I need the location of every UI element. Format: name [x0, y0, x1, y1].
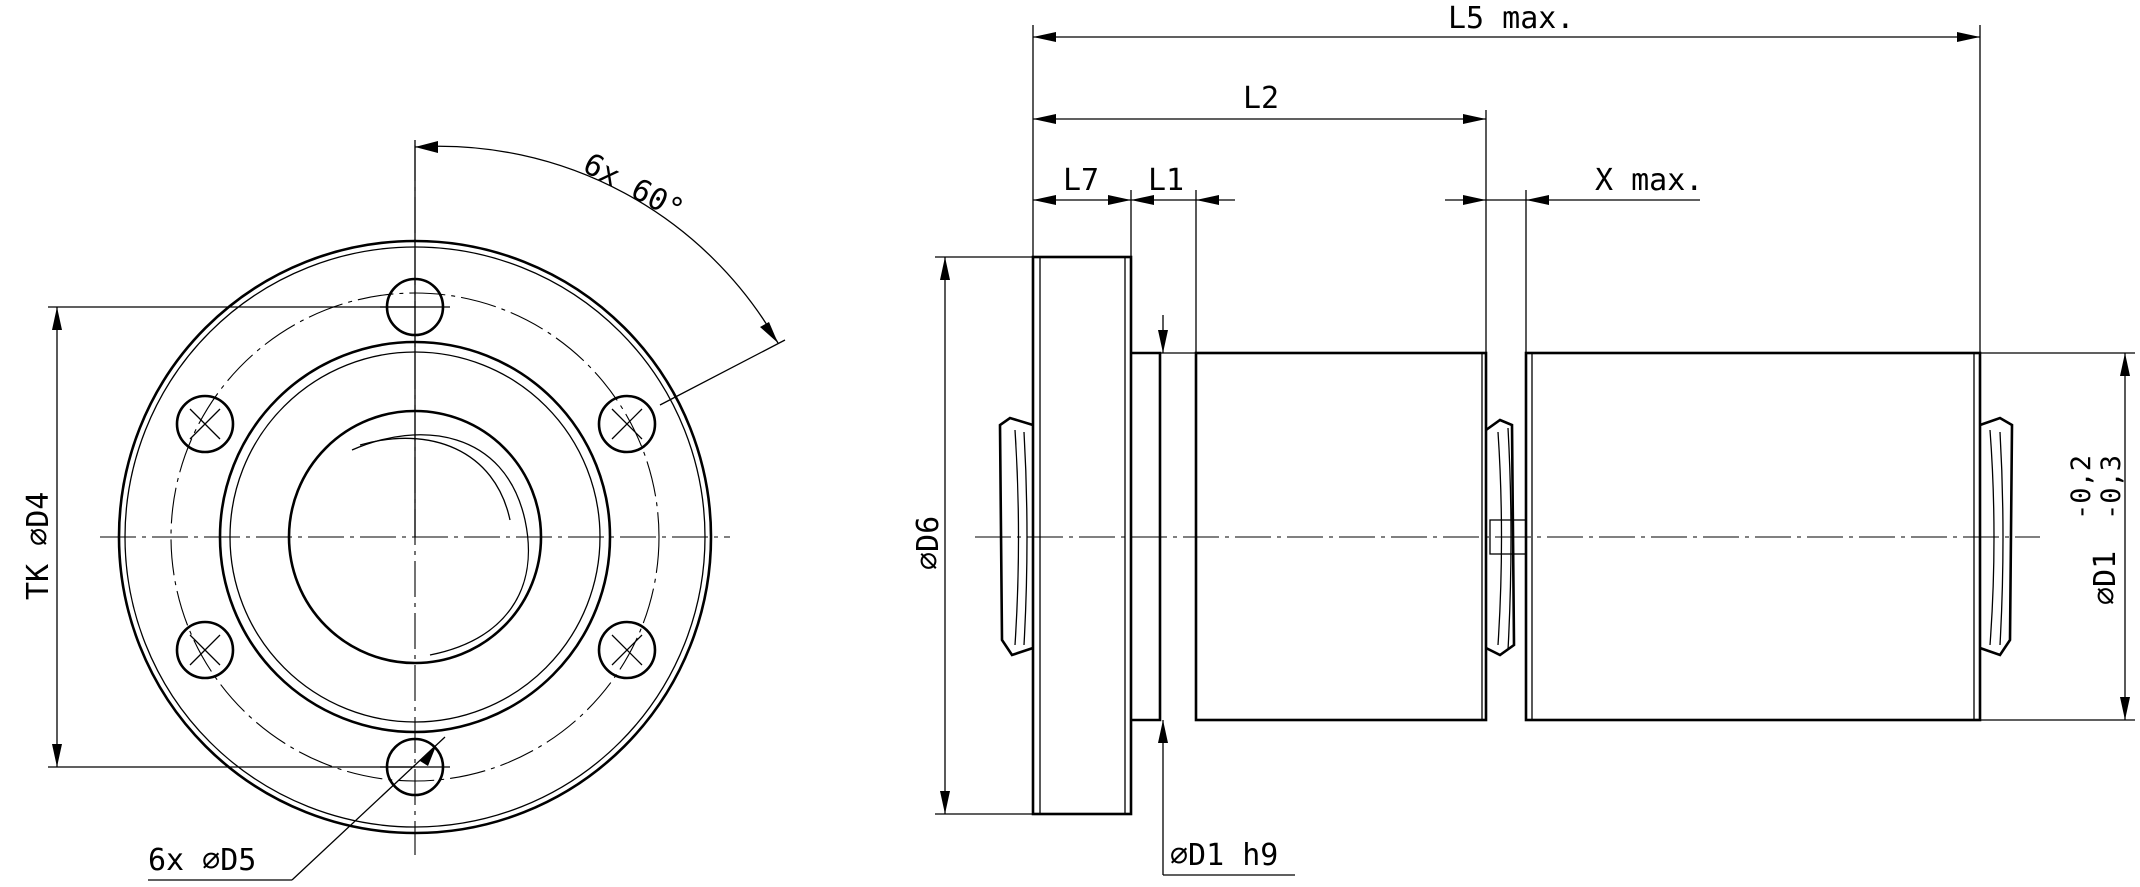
- l5-label: L5 max.: [1448, 1, 1574, 36]
- left-thread-nut: [998, 416, 1034, 657]
- l1-arrow-left: [1131, 195, 1154, 205]
- l5-arrow-left: [1033, 32, 1056, 42]
- bolt-hole-lower-left: [175, 620, 235, 680]
- x-max-label: X max.: [1595, 163, 1703, 198]
- tk-arrow-top: [52, 307, 62, 330]
- angle-arrow-start: [415, 141, 438, 153]
- l2-arrow-left: [1033, 114, 1056, 124]
- angle-extension-line-60: [659, 339, 786, 406]
- l7-arrow-left: [1033, 195, 1056, 205]
- d1-label: ⌀D1: [2088, 551, 2123, 605]
- l2-arrow-right: [1463, 114, 1486, 124]
- hole-d5-label: 6x ⌀D5: [148, 843, 256, 878]
- main-body-right: [1524, 351, 1982, 722]
- l7-arrow-right: [1108, 195, 1131, 205]
- angle-dimension-arc: [414, 145, 779, 344]
- d6-label: ⌀D6: [911, 516, 946, 570]
- l7-label: L7: [1063, 163, 1099, 198]
- angle-label: 6x 60°: [577, 146, 689, 228]
- d6-arrow-bottom: [940, 791, 950, 814]
- d1h9-label: ⌀D1 h9: [1170, 838, 1278, 873]
- l5-arrow-right: [1957, 32, 1980, 42]
- right-thread-nut: [1979, 416, 2014, 657]
- middle-thread-lines: [1497, 427, 1512, 651]
- bolt-hole-upper-left: [175, 394, 235, 454]
- flange-body: [1031, 255, 1133, 816]
- d6-arrow-top: [940, 257, 950, 280]
- front-view: 6x 60° TK ⌀D4 6x ⌀D5: [21, 140, 786, 881]
- side-view: L5 max. L2 L7 L1 X max. ⌀D6: [911, 1, 2135, 876]
- x-arrow-left: [1463, 195, 1486, 205]
- x-arrow-right: [1526, 195, 1549, 205]
- tk-d4-label: TK ⌀D4: [21, 492, 56, 600]
- bolt-hole-lower-right: [597, 620, 657, 680]
- d1-arrow-bottom: [2120, 697, 2130, 720]
- middle-thread-nut: [1485, 418, 1516, 657]
- l1-arrow-right: [1196, 195, 1219, 205]
- d1-tolerance-lower: -0,3: [2096, 455, 2127, 520]
- bolt-hole-upper-right: [597, 394, 657, 454]
- l2-label: L2: [1243, 81, 1279, 116]
- spigot-body: [1131, 351, 1162, 722]
- right-thread-lines: [1989, 429, 2004, 646]
- tk-arrow-bottom: [52, 744, 62, 767]
- bore-thread-inner: [359, 437, 511, 521]
- left-thread-lines: [1014, 429, 1028, 646]
- l1-label: L1: [1148, 163, 1184, 198]
- bolt-hole-cross-marks: [189, 408, 643, 666]
- hole-leader-arrow: [420, 746, 436, 766]
- d1-arrow-top: [2120, 353, 2130, 376]
- d1h9-arrow-bottom: [1158, 720, 1168, 743]
- angle-arrow-end: [760, 322, 778, 343]
- d1h9-arrow-top: [1158, 330, 1168, 353]
- d1-tolerance-upper: -0,2: [2066, 455, 2097, 520]
- bore-thread-crescent: [351, 434, 530, 656]
- hole-leader-diagonal: [291, 736, 446, 881]
- main-body-left: [1194, 351, 1488, 722]
